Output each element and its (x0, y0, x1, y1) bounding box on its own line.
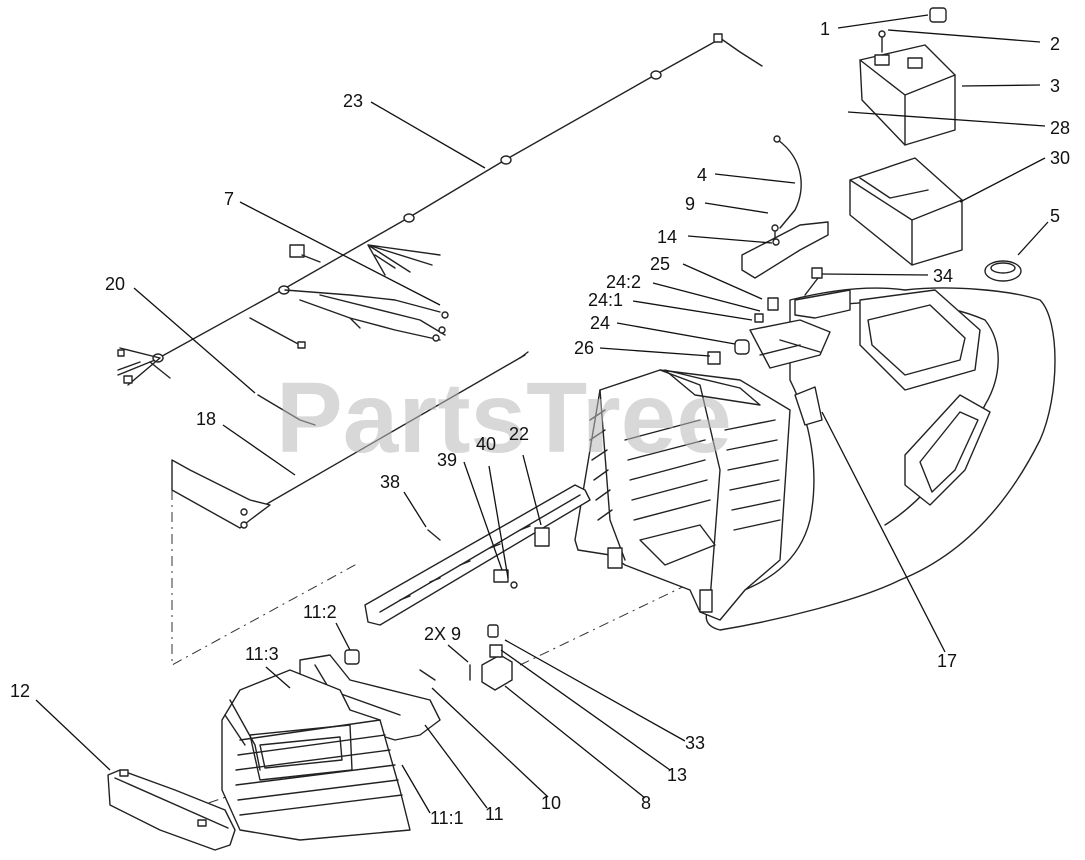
label-part-12: 12 (10, 681, 30, 701)
label-part-11-2: 11:2 (303, 602, 337, 622)
switch-parts (707, 267, 823, 365)
cable-18 (171, 351, 529, 529)
terminal-cap (929, 7, 947, 23)
bolt-10 (419, 669, 436, 681)
label-part-2x9: 2X 9 (424, 624, 461, 644)
alignment-line-mid (519, 544, 771, 666)
label-part-18: 18 (196, 409, 216, 429)
label-part-26: 26 (574, 338, 594, 358)
console-pan (574, 369, 791, 621)
leader-lines (35, 14, 1049, 814)
label-part-10: 10 (541, 793, 561, 813)
part-labels: 1 2 3 28 30 4 9 14 5 34 25 24:2 24:1 24 … (10, 19, 1070, 828)
label-part-24-2: 24:2 (606, 272, 641, 292)
label-part-20: 20 (105, 274, 125, 294)
cable-20 (257, 394, 316, 426)
label-part-33: 33 (685, 733, 705, 753)
label-part-22: 22 (509, 424, 529, 444)
label-part-1: 1 (820, 19, 830, 39)
battery-bracket (741, 221, 829, 279)
hood-grille (221, 669, 411, 841)
tractor-frame (705, 287, 1056, 631)
label-part-14: 14 (657, 227, 677, 247)
front-bumper (107, 769, 236, 851)
label-part-28: 28 (1050, 118, 1070, 138)
battery (859, 30, 956, 146)
label-part-11: 11 (485, 804, 504, 824)
label-part-17: 17 (937, 651, 957, 671)
wire-harness (117, 33, 763, 386)
label-part-24: 24 (590, 313, 610, 333)
label-part-8: 8 (641, 793, 651, 813)
label-part-30: 30 (1050, 148, 1070, 168)
label-part-9: 9 (685, 194, 695, 214)
label-part-39: 39 (437, 450, 457, 470)
label-part-34: 34 (933, 266, 953, 286)
label-part-5: 5 (1050, 206, 1060, 226)
label-part-24-1: 24:1 (588, 290, 623, 310)
label-part-40: 40 (476, 434, 496, 454)
label-part-3: 3 (1050, 76, 1060, 96)
battery-cable (777, 139, 802, 229)
label-part-38: 38 (380, 472, 400, 492)
alignment-line-left (171, 490, 356, 666)
label-part-2: 2 (1050, 34, 1060, 54)
label-part-7: 7 (224, 189, 234, 209)
battery-tray (849, 157, 963, 266)
watermark: PartsTree (276, 362, 732, 474)
mount-bar (364, 484, 591, 626)
label-part-25: 25 (650, 254, 670, 274)
label-part-11-1: 11:1 (430, 808, 464, 828)
label-part-13: 13 (667, 765, 687, 785)
label-part-23: 23 (343, 91, 363, 111)
solenoid (469, 624, 513, 691)
grommet (984, 260, 1022, 282)
label-part-11-3: 11:3 (245, 644, 279, 664)
label-part-4: 4 (697, 165, 707, 185)
